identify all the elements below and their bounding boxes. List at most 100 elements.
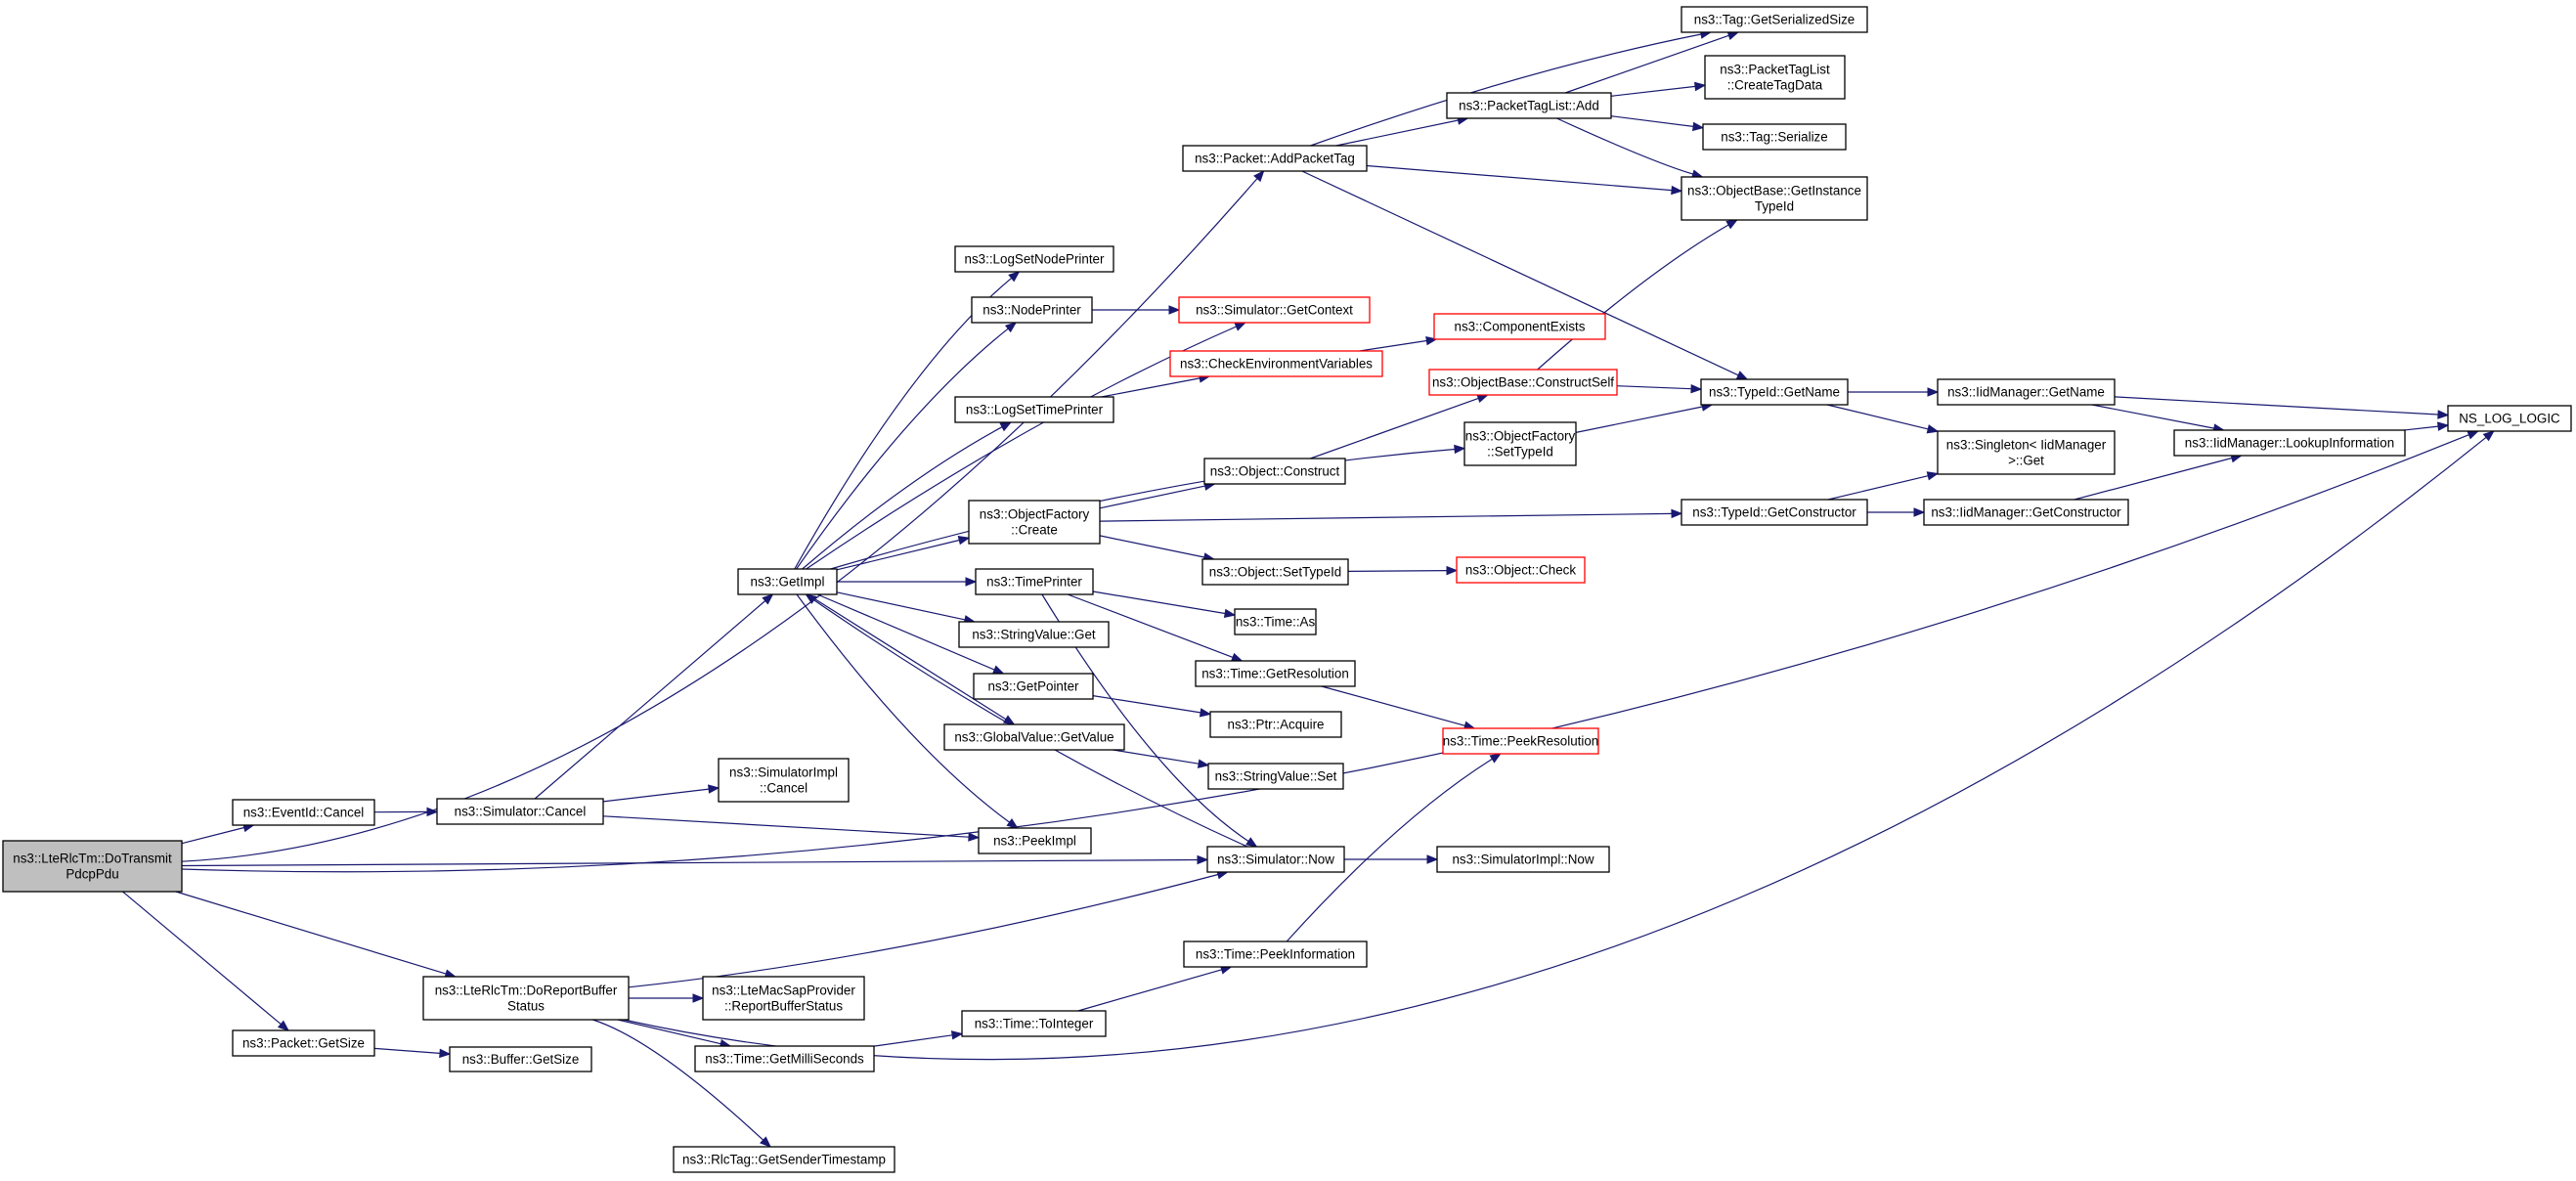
node-box (232, 799, 375, 826)
node-object-settypeid[interactable]: ns3::Object::SetTypeId (1201, 558, 1349, 586)
node-ns-log-logic[interactable]: NS_LOG_LOGIC (2447, 405, 2572, 432)
node-ob-constructself[interactable]: ns3::ObjectBase::ConstructSelf (1428, 369, 1618, 396)
arrowhead-icon (999, 421, 1013, 432)
node-label: >::Get (2008, 454, 2044, 468)
node-sim-cancel[interactable]: ns3::Simulator::Cancel (436, 798, 604, 825)
node-label: ns3::CheckEnvironmentVariables (1180, 357, 1373, 372)
arrowhead-icon (1671, 185, 1683, 196)
arrowhead-icon (2437, 421, 2450, 431)
node-box (954, 245, 1114, 273)
node-label: ns3::Time::PeekInformation (1196, 947, 1355, 962)
node-singleton-get[interactable]: ns3::Singleton< IidManager >::Get (1937, 430, 2116, 475)
node-ptl-createtagdata[interactable]: ns3::PacketTagList::CreateTagData (1704, 55, 1846, 100)
arrowhead-icon (1253, 169, 1265, 183)
node-buffer-getsize[interactable]: ns3::Buffer::GetSize (449, 1046, 592, 1072)
node-sim-getcontext[interactable]: ns3::Simulator::GetContext (1178, 296, 1371, 324)
node-object-check[interactable]: ns3::Object::Check (1456, 556, 1586, 584)
node-label: ns3::Tag::Serialize (1721, 130, 1827, 145)
node-box (1702, 123, 1847, 151)
node-label: ns3::Time::ToInteger (975, 1017, 1094, 1031)
node-typeid-getconstructor[interactable]: ns3::TypeId::GetConstructor (1681, 499, 1868, 526)
node-check-env[interactable]: ns3::CheckEnvironmentVariables (1169, 350, 1383, 377)
node-label: ns3::LogSetTimePrinter (966, 403, 1104, 417)
node-box (2, 840, 183, 893)
node-of-create[interactable]: ns3::ObjectFactory::Create (968, 500, 1101, 545)
node-component-exists[interactable]: ns3::ComponentExists (1433, 313, 1606, 340)
node-label: ns3::ComponentExists (1455, 320, 1586, 334)
node-label: ns3::Packet::GetSize (242, 1036, 365, 1051)
node-time-as[interactable]: ns3::Time::As (1234, 608, 1317, 635)
node-label: ns3::Tag::GetSerializedSize (1694, 13, 1856, 27)
node-typeid-getname[interactable]: ns3::TypeId::GetName (1700, 378, 1849, 406)
node-packet-getsize[interactable]: ns3::Packet::GetSize (232, 1029, 375, 1057)
arrowhead-icon (991, 665, 1005, 675)
arrowhead-icon (1223, 608, 1237, 619)
node-iid-getname[interactable]: ns3::IidManager::GetName (1937, 378, 2116, 406)
node-box (1700, 378, 1849, 406)
node-node-printer[interactable]: ns3::NodePrinter (971, 296, 1093, 324)
arrowhead-icon (1197, 854, 1209, 865)
arrowhead-icon (439, 1048, 452, 1059)
node-stringvalue-set[interactable]: ns3::StringValue::Set (1207, 763, 1344, 790)
node-of-settypeid[interactable]: ns3::ObjectFactory::SetTypeId (1463, 421, 1577, 466)
node-eventid-cancel[interactable]: ns3::EventId::Cancel (232, 799, 375, 826)
node-iid-lookup[interactable]: ns3::IidManager::LookupInformation (2173, 429, 2406, 457)
node-iid-getconstructor[interactable]: ns3::IidManager::GetConstructor (1923, 499, 2129, 526)
node-tag-getsersize[interactable]: ns3::Tag::GetSerializedSize (1681, 6, 1868, 33)
node-box (943, 723, 1125, 751)
node-ptr-acquire[interactable]: ns3::Ptr::Acquire (1209, 711, 1342, 738)
node-time-getres[interactable]: ns3::Time::GetResolution (1195, 660, 1356, 687)
node-time-peekinfo[interactable]: ns3::Time::PeekInformation (1183, 940, 1368, 968)
node-label: ns3::StringValue::Set (1215, 769, 1337, 784)
call-edge-of_create-to-object_construct (1099, 485, 1205, 509)
node-label: ns3::Buffer::GetSize (462, 1052, 580, 1067)
node-log-node-printer[interactable]: ns3::LogSetNodePrinter (954, 245, 1114, 273)
node-log-time-printer[interactable]: ns3::LogSetTimePrinter (954, 396, 1114, 423)
node-simimpl-cancel[interactable]: ns3::SimulatorImpl::Cancel (718, 758, 850, 803)
node-tag-serialize[interactable]: ns3::Tag::Serialize (1702, 123, 1847, 151)
node-packet-addtag[interactable]: ns3::Packet::AddPacketTag (1182, 145, 1368, 172)
arrowhead-icon (1008, 271, 1021, 283)
call-edge-getimpl-to-get_pointer (816, 593, 995, 671)
node-time-peekres[interactable]: ns3::Time::PeekResolution (1442, 727, 1599, 755)
node-object-construct[interactable]: ns3::Object::Construct (1203, 458, 1346, 485)
node-box (737, 568, 838, 595)
node-box (449, 1046, 592, 1072)
node-label: ns3::Time::PeekResolution (1443, 734, 1599, 749)
node-time-printer[interactable]: ns3::TimePrinter (975, 568, 1094, 595)
call-edge-getimpl-to-node_printer (796, 328, 1009, 570)
node-time-getms[interactable]: ns3::Time::GetMilliSeconds (694, 1045, 875, 1072)
node-box (1169, 350, 1383, 377)
call-edge-do_report-to-rlctag_get (592, 1019, 764, 1141)
node-box (1234, 608, 1317, 635)
node-stringvalue-get[interactable]: ns3::StringValue::Get (958, 621, 1110, 648)
call-edge-object_construct-to-ob_constructself (1310, 397, 1479, 459)
node-box (975, 568, 1094, 595)
call-edge-getimpl-to-peekimpl (796, 593, 1010, 823)
node-rlctag-get[interactable]: ns3::RlcTag::GetSenderTimestamp (673, 1146, 895, 1173)
node-box (673, 1146, 895, 1173)
arrowhead-icon (277, 1020, 290, 1031)
arrowhead-icon (957, 535, 971, 546)
call-edge-sim_cancel-to-simimpl_cancel (602, 788, 710, 803)
call-edge-getimpl-to-stringvalue_get (836, 591, 966, 621)
node-ptl-add[interactable]: ns3::PacketTagList::Add (1446, 92, 1612, 119)
node-getimpl[interactable]: ns3::GetImpl (737, 568, 838, 595)
node-label: ::SetTypeId (1487, 445, 1553, 459)
node-peekimpl[interactable]: ns3::PeekImpl (978, 827, 1092, 854)
node-gv-getvalue[interactable]: ns3::GlobalValue::GetValue (943, 723, 1125, 751)
node-label: ns3::StringValue::Get (972, 628, 1096, 642)
call-edge-getimpl-to-of_create (836, 539, 960, 571)
node-box (1456, 556, 1586, 584)
call-edge-of_create-to-object_settypeid (1099, 535, 1205, 558)
node-time-tointeger[interactable]: ns3::Time::ToInteger (961, 1010, 1107, 1037)
node-lte-mac-sap[interactable]: ns3::LteMacSapProvider::ReportBufferStat… (702, 976, 865, 1021)
node-simimpl-now[interactable]: ns3::SimulatorImpl::Now (1436, 846, 1610, 873)
node-get-pointer[interactable]: ns3::GetPointer (973, 673, 1094, 700)
node-label: ns3::Time::As (1236, 615, 1316, 630)
node-sim-now[interactable]: ns3::Simulator::Now (1206, 846, 1345, 873)
